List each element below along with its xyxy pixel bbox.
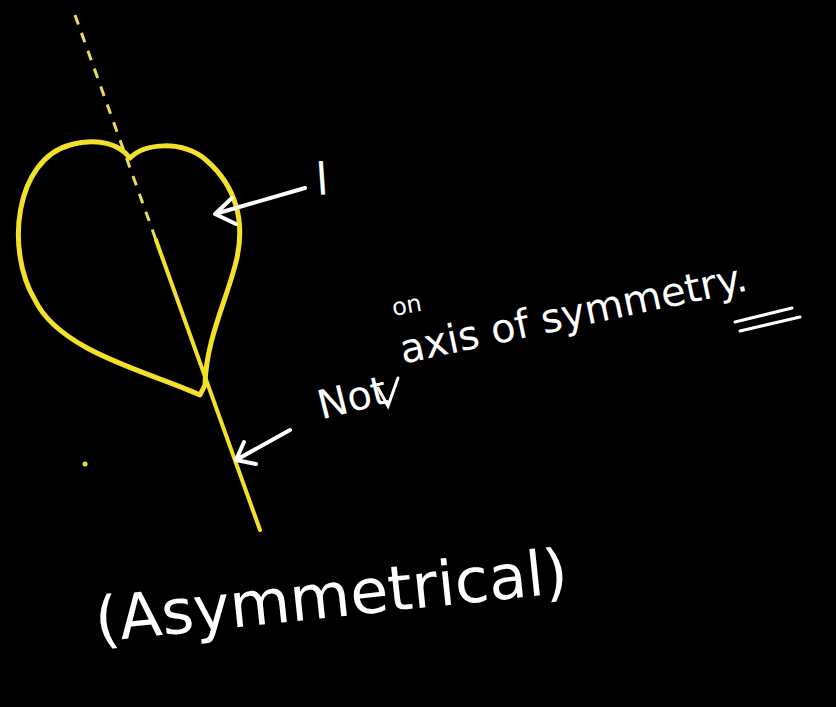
stray-dot [83,462,88,467]
variable-label: l [314,157,329,202]
leaf-outline [18,142,239,395]
leader-arrow [236,430,290,464]
classification-label: (Asymmetrical) [92,541,571,652]
note-text: axis of symmetry. [396,257,751,370]
axis-line [75,15,156,240]
leader-arrow [215,188,305,224]
inserted-word: on [390,291,424,320]
note-text: Not [313,370,391,426]
underline [735,308,800,331]
